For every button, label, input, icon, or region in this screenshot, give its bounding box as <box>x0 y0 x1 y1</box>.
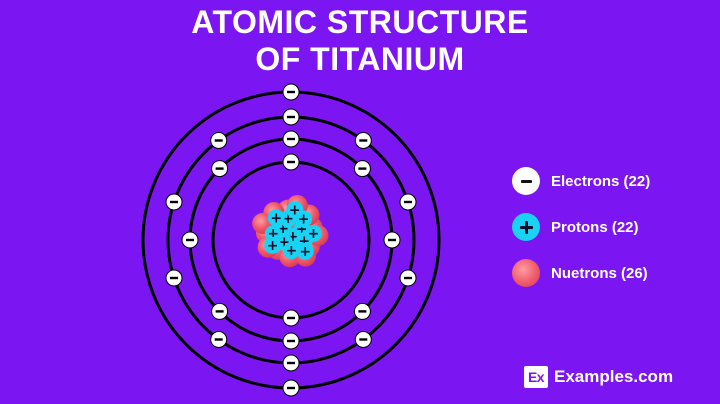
electron-sign <box>287 137 295 141</box>
proton-sign: + <box>298 212 310 228</box>
proton-sign: + <box>289 202 301 218</box>
legend-label-protons: Protons (22) <box>551 218 639 236</box>
electron-sign <box>287 115 295 119</box>
electron <box>399 193 417 211</box>
proton: + <box>296 242 314 260</box>
title-line-1: ATOMIC STRUCTURE <box>191 4 529 40</box>
electron-icon <box>512 167 540 195</box>
electron-sign <box>287 316 295 320</box>
title-line-2: OF TITANIUM <box>255 41 465 77</box>
legend-item-protons: Protons (22) <box>512 204 712 250</box>
legend-label-neutrons: Nuetrons (26) <box>551 264 648 282</box>
nucleus: ++++++++++++++ <box>252 195 329 268</box>
proton-sign: + <box>298 233 310 249</box>
electron <box>210 331 228 348</box>
proton-icon <box>512 213 540 241</box>
legend-label-electrons: Electrons (22) <box>551 172 651 190</box>
electron <box>181 231 199 249</box>
electron <box>353 302 371 320</box>
proton-sign: + <box>267 226 279 242</box>
electron <box>282 354 300 372</box>
proton-sign: + <box>267 238 279 254</box>
legend-item-neutrons: Nuetrons (26) <box>512 250 712 296</box>
proton-sign: + <box>282 211 294 227</box>
electron <box>282 108 300 126</box>
proton-sign: + <box>286 243 298 259</box>
electron-sign <box>287 90 295 94</box>
proton: + <box>264 236 282 254</box>
proton-sign: + <box>287 229 299 245</box>
neutron-icon <box>512 259 540 287</box>
electron-sign <box>404 200 412 204</box>
electron-group <box>165 83 417 397</box>
proton: + <box>282 242 300 259</box>
electron-sign <box>186 238 194 242</box>
electron <box>165 193 183 211</box>
electron <box>399 269 417 287</box>
electron-sign <box>287 339 295 343</box>
electron-sign <box>287 361 295 365</box>
electron <box>211 302 229 320</box>
electron <box>282 309 300 327</box>
electron-sign <box>170 200 178 204</box>
proton: + <box>286 201 304 219</box>
electron <box>282 332 300 350</box>
electron-sign <box>287 386 295 390</box>
electron <box>383 231 401 249</box>
electron <box>210 132 228 149</box>
proton-sign: + <box>296 222 308 238</box>
electron <box>282 379 300 397</box>
diagram-title: ATOMIC STRUCTURE OF TITANIUM <box>0 4 720 78</box>
electron-sign <box>215 310 224 313</box>
proton: + <box>267 209 285 227</box>
electron-sign <box>404 276 412 280</box>
electron-sign <box>388 238 396 242</box>
legend-item-electrons: Electrons (22) <box>512 158 712 204</box>
electron <box>282 153 300 171</box>
electron-sign <box>358 167 367 170</box>
electron-sign <box>170 276 178 280</box>
proton-sign: + <box>299 244 311 260</box>
proton-sign: + <box>277 221 289 237</box>
brand-mark-icon: Ex <box>524 366 548 388</box>
electron <box>354 132 372 149</box>
proton-sign: + <box>278 235 290 251</box>
electron-sign <box>359 139 368 142</box>
electron-sign <box>358 310 367 313</box>
proton: + <box>305 224 322 242</box>
brand-logo: Ex Examples.com <box>524 366 673 388</box>
brand-name: Examples.com <box>554 367 674 386</box>
electron-sign <box>214 338 223 341</box>
electron-sign <box>214 139 223 142</box>
legend: Electrons (22) Protons (22) Nuetrons (26… <box>512 158 712 296</box>
electron <box>353 160 371 178</box>
electron <box>165 269 183 287</box>
electron-sign <box>287 160 295 164</box>
proton-sign: + <box>270 210 282 226</box>
electron <box>282 130 300 148</box>
proton-sign: + <box>308 226 320 242</box>
electron <box>354 331 372 348</box>
electron-sign <box>359 338 368 341</box>
electron <box>211 160 229 178</box>
electron <box>282 83 300 101</box>
electron-sign <box>215 167 224 170</box>
